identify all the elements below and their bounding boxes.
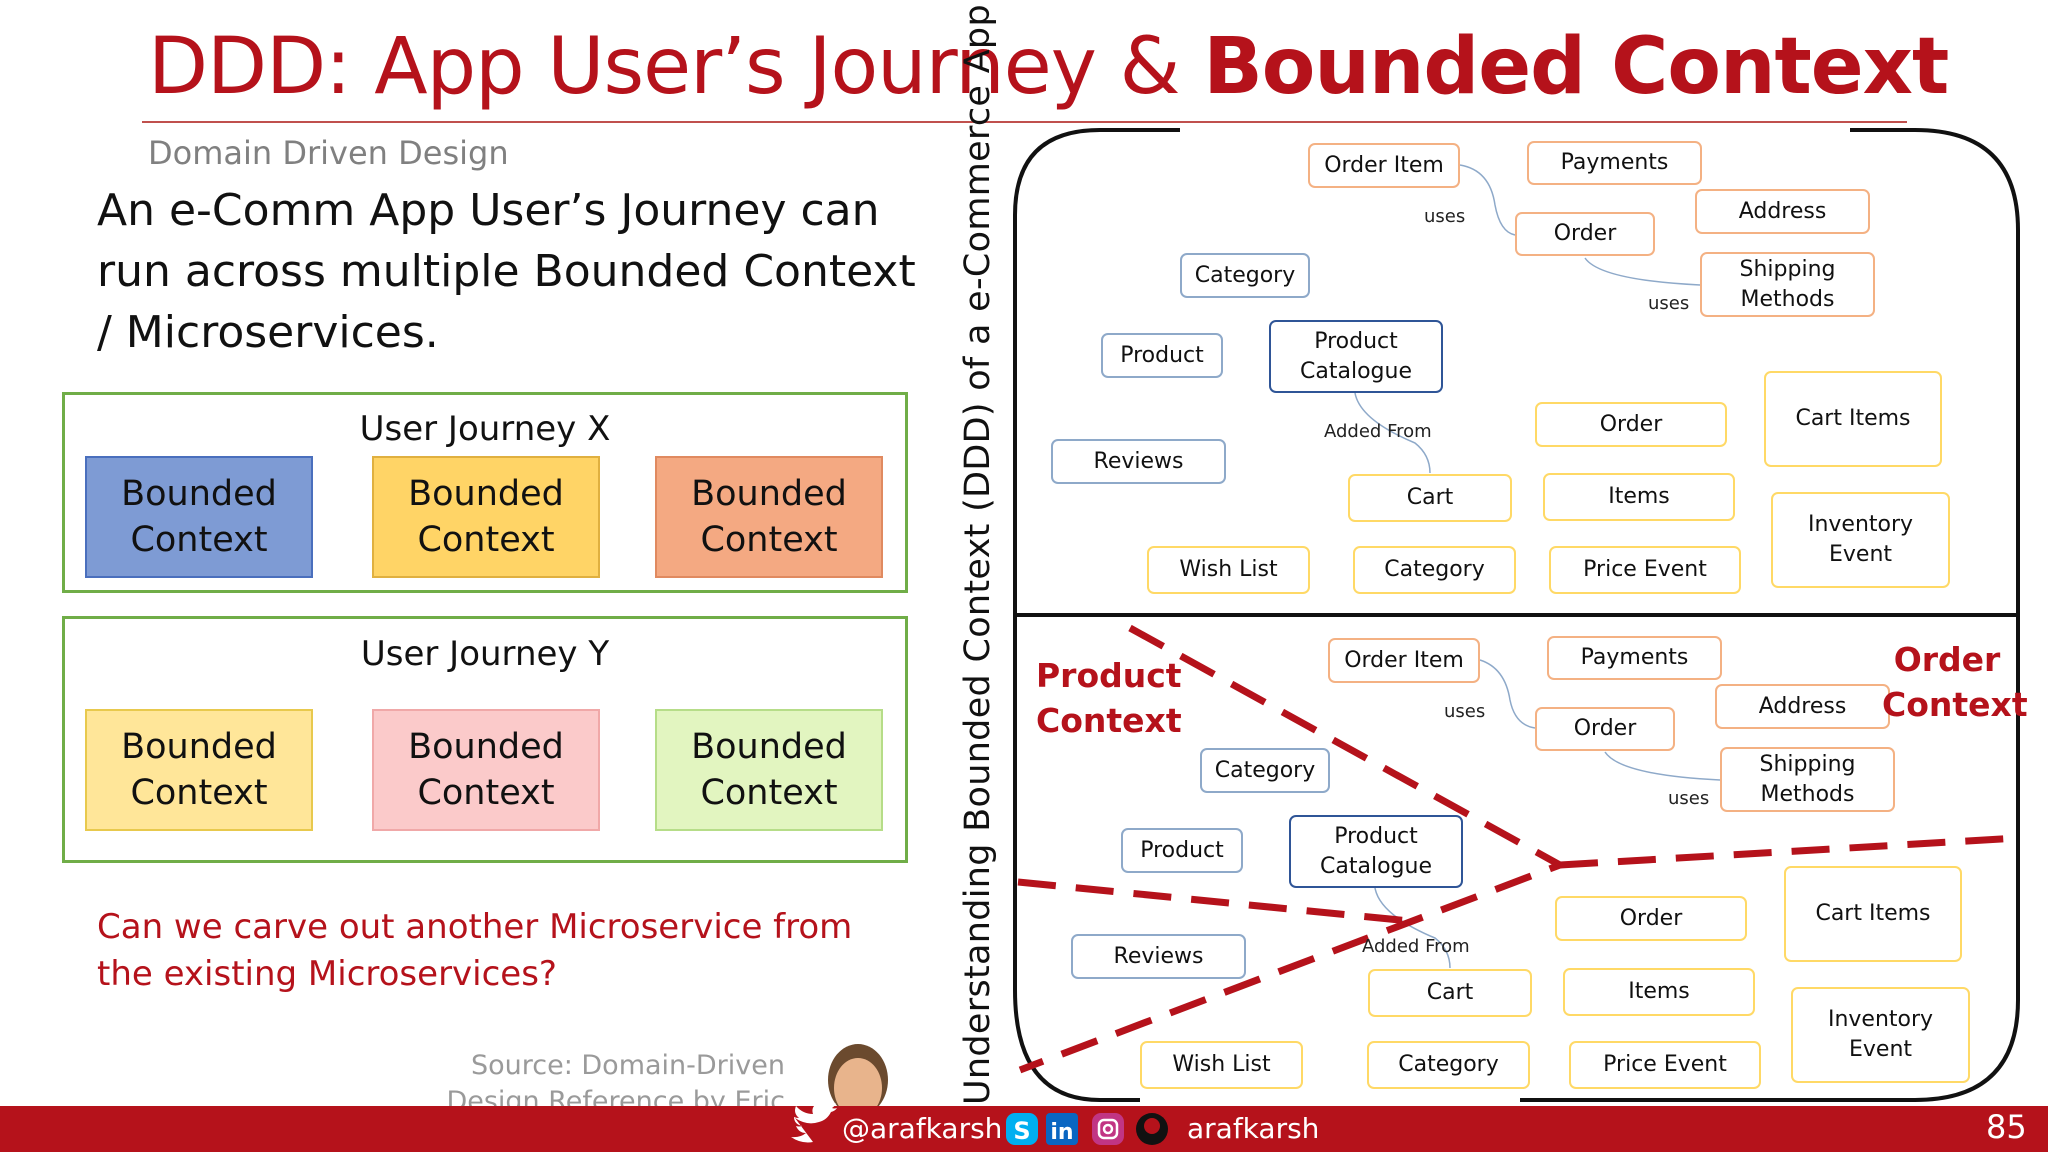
user-journey-x-title: User Journey X [359, 409, 611, 449]
node-address: Address [1695, 189, 1870, 234]
connector-uses-2 [1584, 257, 1701, 286]
page-number: 85 [1986, 1108, 2027, 1146]
node-items-b: Items [1563, 968, 1755, 1016]
node-wish-list: Wish List [1147, 546, 1310, 594]
bounded-context-y1: Bounded Context [85, 709, 313, 831]
title-bold: Bounded Context [1203, 22, 1949, 112]
bounded-context-x1: Bounded Context [85, 456, 313, 578]
bounded-context-y2: Bounded Context [372, 709, 600, 831]
bounded-context-x2: Bounded Context [372, 456, 600, 578]
user-journey-y-panel: User Journey Y Bounded Context Bounded C… [62, 616, 908, 863]
node-shipping-methods-b: Shipping Methods [1720, 747, 1895, 812]
node-reviews: Reviews [1051, 439, 1226, 484]
node-product-catalogue: Product Catalogue [1269, 320, 1443, 393]
connector-uses-4 [1604, 751, 1721, 781]
context-boundary-split [1017, 878, 1421, 926]
footer-bar [0, 1106, 2048, 1152]
twitter-handle[interactable]: @arafkarsh [842, 1112, 1003, 1145]
title-plain: DDD: App User’s Journey & [148, 22, 1204, 112]
node-category-2-b: Category [1367, 1041, 1530, 1089]
node-cart-items-b: Cart Items [1784, 866, 1962, 962]
bounded-context-x3: Bounded Context [655, 456, 883, 578]
node-order-2: Order [1535, 402, 1727, 447]
node-order-item-b: Order Item [1328, 638, 1480, 683]
edge-label-uses-4: uses [1668, 788, 1710, 809]
node-reviews-b: Reviews [1071, 934, 1246, 979]
node-product: Product [1101, 333, 1223, 378]
social-handle[interactable]: arafkarsh [1187, 1112, 1320, 1145]
user-journey-x-panel: User Journey X Bounded Context Bounded C… [62, 392, 908, 593]
node-order-b: Order [1535, 707, 1675, 751]
edge-label-added-from: Added From [1324, 421, 1432, 442]
node-category-b: Category [1200, 748, 1330, 793]
user-journey-y-title: User Journey Y [360, 634, 610, 674]
node-inventory-event: Inventory Event [1771, 492, 1950, 588]
node-product-catalogue-b: Product Catalogue [1289, 815, 1463, 888]
connector-uses-1 [1459, 164, 1516, 236]
edge-label-uses-1: uses [1424, 206, 1466, 227]
slide-subtitle: Domain Driven Design [148, 134, 509, 172]
node-cart-items: Cart Items [1764, 371, 1942, 467]
node-price-event: Price Event [1549, 546, 1741, 594]
edge-label-uses-2: uses [1648, 293, 1690, 314]
node-category: Category [1180, 253, 1310, 298]
node-product-b: Product [1121, 828, 1243, 873]
node-address-b: Address [1715, 684, 1890, 729]
question-text: Can we carve out another Microservice fr… [97, 907, 853, 994]
diagram-frame [1013, 128, 1180, 1102]
title-divider [142, 121, 1907, 123]
context-boundary-order [1559, 834, 2019, 869]
node-payments: Payments [1527, 141, 1702, 185]
slide-title: DDD: App User’s Journey & Bounded Contex… [148, 22, 1949, 112]
connector-added-from-2 [1374, 887, 1451, 969]
node-price-event-b: Price Event [1569, 1041, 1761, 1089]
bounded-context-y3: Bounded Context [655, 709, 883, 831]
edge-label-uses-3: uses [1444, 701, 1486, 722]
node-inventory-event-b: Inventory Event [1791, 987, 1970, 1083]
node-order-2-b: Order [1555, 896, 1747, 941]
connector-uses-3 [1479, 659, 1536, 729]
connector-added-from [1354, 392, 1431, 474]
node-category-2: Category [1353, 546, 1516, 594]
node-cart: Cart [1348, 474, 1512, 522]
product-context-label: Product Context [1036, 656, 1182, 740]
node-items: Items [1543, 473, 1735, 521]
edge-label-added-from-2: Added From [1362, 936, 1470, 957]
lead-text: An e-Comm App User’s Journey can run acr… [97, 185, 916, 358]
order-context-label: Order Context [1882, 640, 2028, 724]
node-payments-b: Payments [1547, 636, 1722, 680]
node-order-item: Order Item [1308, 143, 1460, 188]
node-order: Order [1515, 212, 1655, 256]
node-cart-b: Cart [1368, 969, 1532, 1017]
node-shipping-methods: Shipping Methods [1700, 252, 1875, 317]
node-wish-list-b: Wish List [1140, 1041, 1303, 1089]
